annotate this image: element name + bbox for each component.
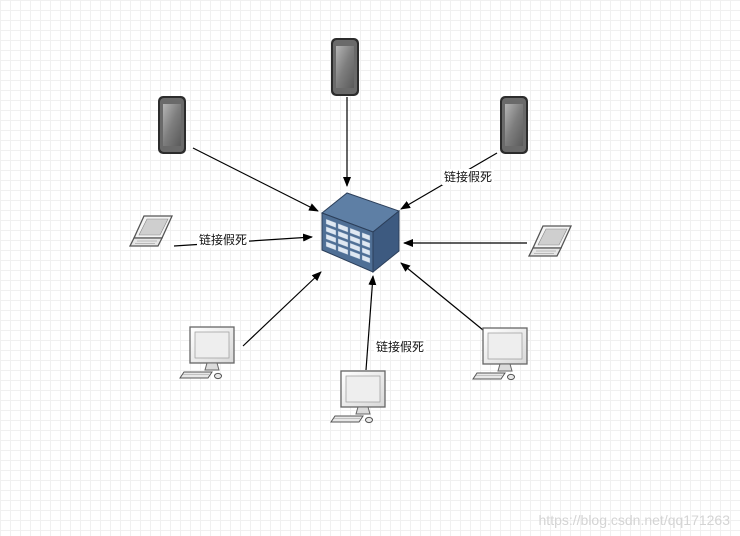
edge-label-desktop-bottom: 链接假死	[374, 339, 427, 355]
server-rack-icon	[320, 192, 401, 274]
desktop-computer-icon	[179, 326, 235, 380]
edge-label-laptop-left: 链接假死	[197, 232, 250, 248]
edge-desktop-lower-right	[400, 262, 484, 331]
desktop-computer-icon	[472, 327, 528, 381]
desktop-computer-icon	[330, 370, 386, 424]
watermark: https://blog.csdn.net/qq171263	[538, 512, 730, 528]
mobile-phone-icon	[158, 96, 186, 154]
edge-label-phone-upper-right: 链接假死	[442, 169, 495, 185]
mobile-phone-icon	[500, 96, 528, 154]
edge-desktop-lower-left	[242, 271, 322, 347]
laptop-icon	[129, 215, 173, 247]
edge-phone-upper-left	[192, 147, 319, 212]
mobile-phone-icon	[331, 38, 359, 96]
laptop-icon	[528, 225, 572, 257]
edge-desktop-bottom	[365, 275, 377, 371]
